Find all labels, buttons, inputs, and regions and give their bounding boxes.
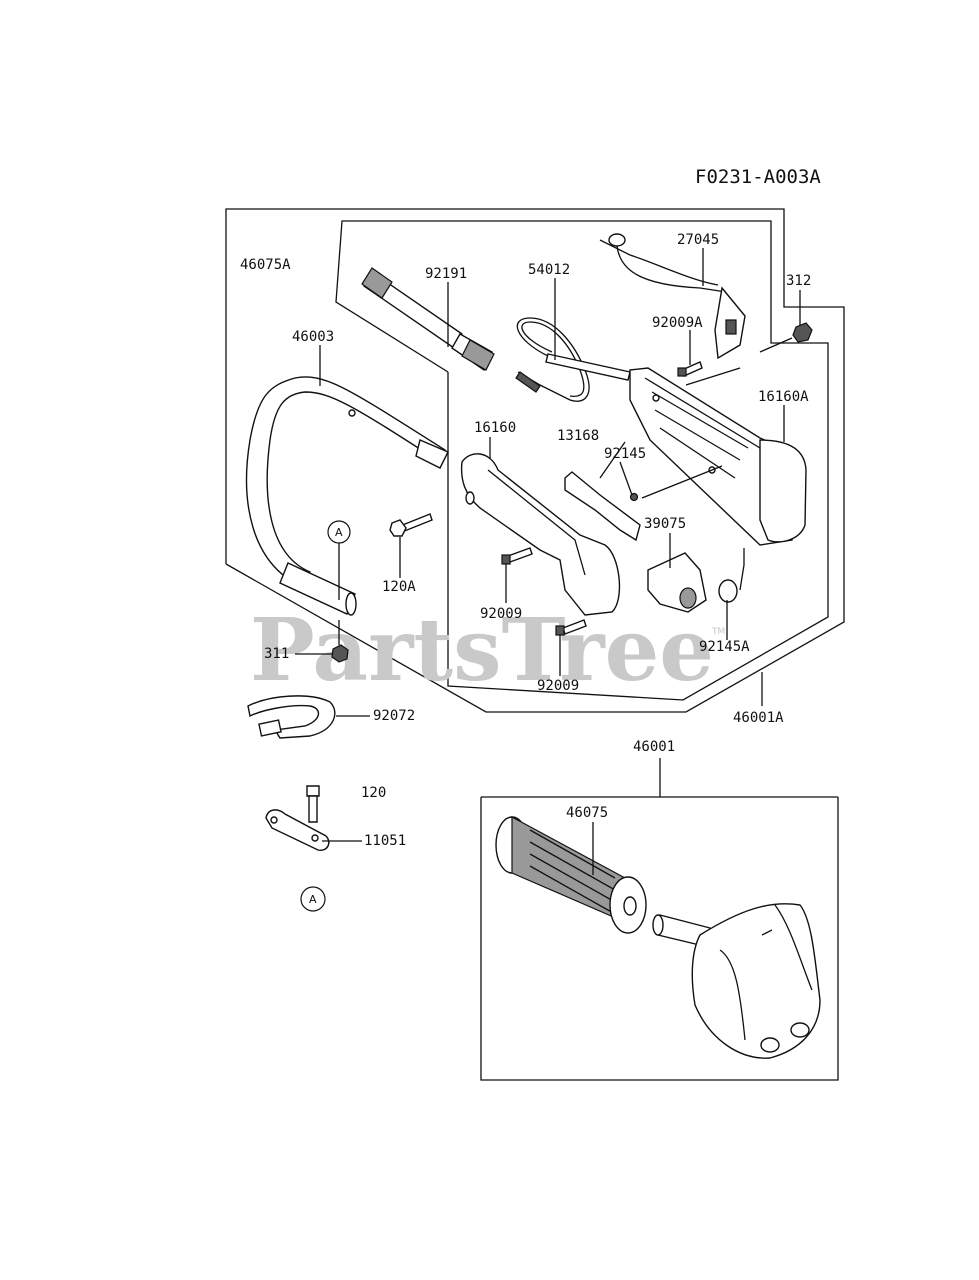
cover-16160A bbox=[759, 439, 807, 543]
leader-lines bbox=[295, 248, 801, 875]
loop-handle-46003 bbox=[245, 376, 449, 616]
part-label-11051: 11051 bbox=[364, 833, 406, 849]
throttle-cable-92191 bbox=[361, 267, 495, 372]
part-label-46075: 46075 bbox=[566, 805, 608, 821]
screw-92009A bbox=[677, 361, 703, 377]
part-label-16160: 16160 bbox=[474, 420, 516, 436]
nut-312 bbox=[792, 322, 813, 343]
part-label-92145A: 92145A bbox=[699, 639, 750, 655]
grip-46075 bbox=[495, 815, 647, 934]
ref-marker-lower: A bbox=[300, 886, 326, 912]
bolt-120A bbox=[389, 513, 433, 537]
part-label-92191: 92191 bbox=[425, 266, 467, 282]
part-label-27045: 27045 bbox=[677, 232, 719, 248]
part-label-92145: 92145 bbox=[604, 446, 646, 462]
handle-bracket-46001 bbox=[652, 903, 821, 1059]
screw-92009-upper bbox=[501, 547, 533, 565]
ref-marker-lower-label: A bbox=[309, 893, 317, 906]
part-label-120: 120 bbox=[361, 785, 386, 801]
ref-marker-upper-label: A bbox=[335, 526, 343, 539]
group-frame-46001 bbox=[480, 797, 839, 1081]
stop-switch-27045 bbox=[599, 233, 746, 360]
part-label-46001A: 46001A bbox=[733, 710, 784, 726]
plate-11051 bbox=[265, 809, 330, 851]
part-label-92009-lower: 92009 bbox=[537, 678, 579, 694]
part-label-312: 312 bbox=[786, 273, 811, 289]
part-label-13168: 13168 bbox=[557, 428, 599, 444]
lock-lever-39075 bbox=[647, 552, 707, 613]
part-label-46075A: 46075A bbox=[240, 257, 291, 273]
throttle-cable-54012 bbox=[515, 317, 631, 402]
group-frame-46075A bbox=[225, 208, 845, 713]
trigger-13168 bbox=[564, 471, 641, 542]
band-92072 bbox=[247, 695, 336, 739]
watermark-trademark: TM bbox=[711, 627, 725, 637]
part-label-92009A: 92009A bbox=[652, 315, 703, 331]
part-label-16160A: 16160A bbox=[758, 389, 809, 405]
part-label-120A: 120A bbox=[382, 579, 416, 595]
part-label-92072: 92072 bbox=[373, 708, 415, 724]
figure-code: F0231-A003A bbox=[695, 166, 821, 188]
part-label-46003: 46003 bbox=[292, 329, 334, 345]
spring-92145A bbox=[718, 579, 738, 603]
group-frame-46001A bbox=[335, 220, 829, 701]
bolt-120 bbox=[306, 785, 320, 823]
part-label-46001: 46001 bbox=[633, 739, 675, 755]
ref-marker-upper: A bbox=[327, 520, 351, 544]
part-label-311: 311 bbox=[264, 646, 289, 662]
nut-311 bbox=[331, 644, 349, 663]
spring-92145 bbox=[629, 492, 639, 502]
part-label-92009-upper: 92009 bbox=[480, 606, 522, 622]
handle-grip-16160 bbox=[460, 453, 621, 616]
part-label-54012: 54012 bbox=[528, 262, 570, 278]
watermark: PartsTree bbox=[250, 600, 714, 701]
part-label-39075: 39075 bbox=[644, 516, 686, 532]
